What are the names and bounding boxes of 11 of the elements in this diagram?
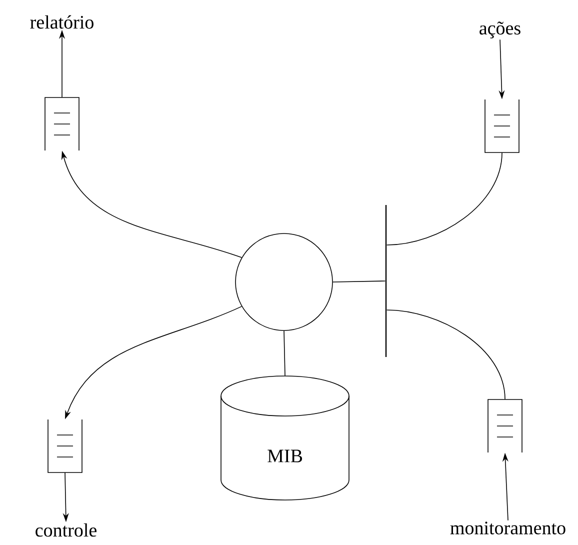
- database-cylinder: MIB: [220, 376, 350, 500]
- node-label: MIB: [268, 450, 302, 462]
- label-text: controle: [36, 523, 96, 537]
- label-text: ações: [480, 22, 520, 38]
- queue-icon: [44, 97, 80, 151]
- queue-icon: [484, 99, 520, 153]
- label-text: relatório: [30, 15, 94, 29]
- process-circle: [235, 233, 333, 331]
- queue-icon: [48, 419, 82, 473]
- label-text: monitoramento: [450, 522, 566, 534]
- queue-icon: [488, 399, 522, 453]
